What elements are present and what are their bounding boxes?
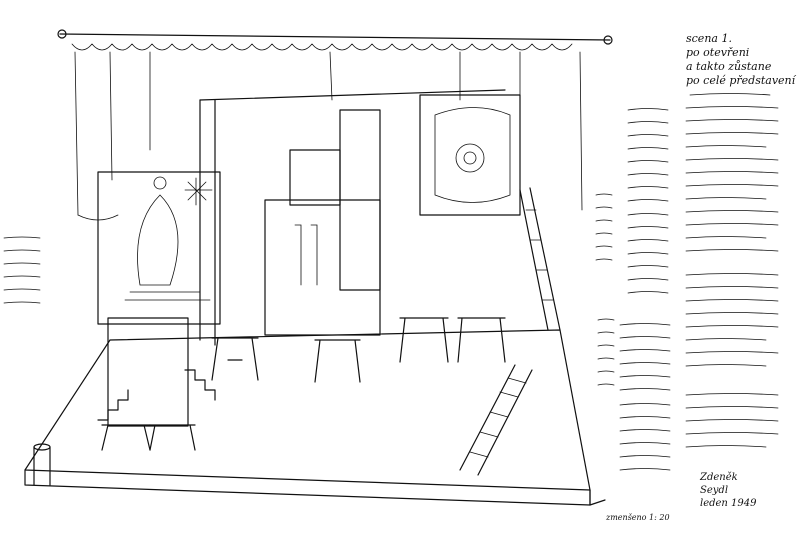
note-top-right-2: po otevřeni: [686, 46, 749, 59]
stage-platform: [24, 329, 606, 506]
curtain-rod: [59, 33, 611, 41]
credit-note: zmenšeno 1: 20: [605, 513, 670, 522]
sawhorses: [101, 317, 506, 451]
ladders: [459, 187, 561, 476]
note-top-right-3: a takto zůstane: [686, 60, 772, 73]
note-top-right-4: po celé představení: [686, 74, 797, 87]
steps: [97, 369, 216, 421]
front-flat: [107, 317, 189, 427]
signature-2: Seydl: [700, 485, 728, 496]
center-structure: [199, 89, 506, 346]
note-top-right-1: scena 1.: [686, 32, 732, 45]
signature-3: leden 1949: [700, 498, 757, 509]
left-panel: [97, 171, 221, 325]
signature-1: Zdeněk: [699, 472, 738, 483]
curtain: [57, 29, 613, 221]
right-panel: [419, 94, 521, 216]
handwritten-notes: scena 1. po otevřeni a takto zůstane po …: [3, 32, 797, 522]
